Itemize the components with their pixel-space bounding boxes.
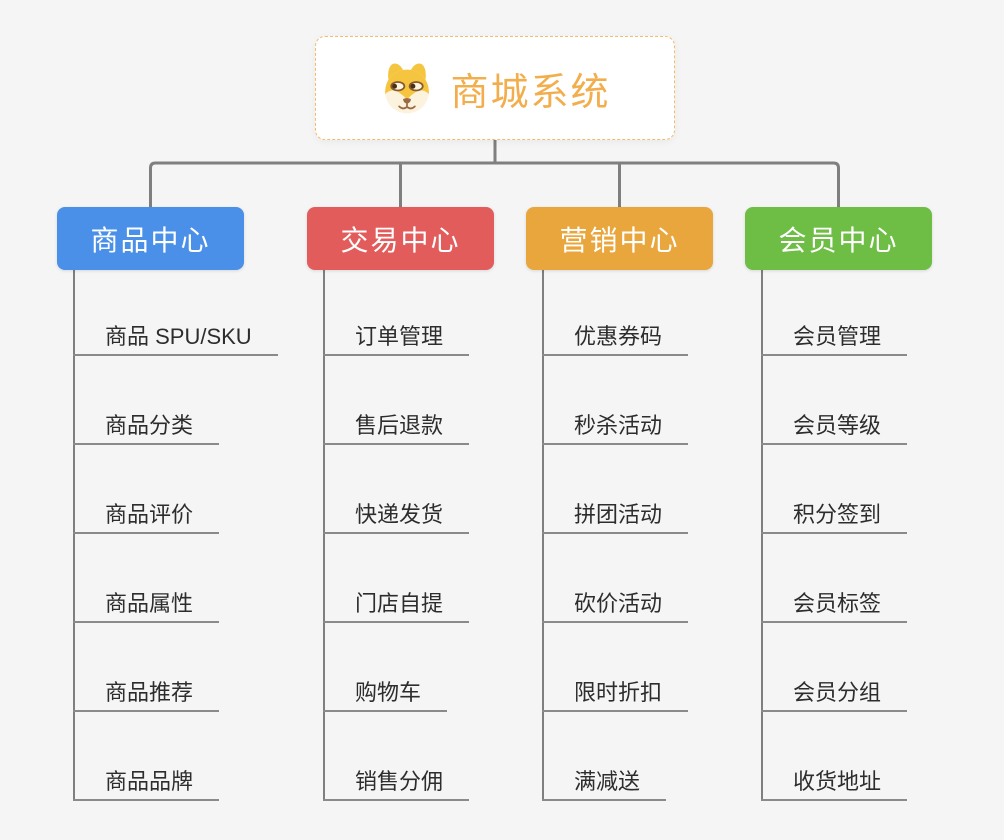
branch-node-marketing-center[interactable]: 营销中心 (526, 207, 713, 270)
branch-node-member-center[interactable]: 会员中心 (745, 207, 932, 270)
connector-line (149, 161, 840, 207)
root-node-title: 商城系统 (450, 71, 611, 114)
leaf-node-trade-center-6[interactable]: 销售分佣 (323, 769, 470, 801)
root-node[interactable]: 商城系统 (315, 36, 675, 140)
leaf-node-product-center-1[interactable]: 商品 SPU/SKU (73, 324, 278, 356)
leaf-node-member-center-4[interactable]: 会员标签 (761, 591, 908, 623)
leaf-node-marketing-center-4[interactable]: 砍价活动 (542, 591, 689, 623)
leaf-node-marketing-center-6[interactable]: 满减送 (542, 769, 667, 801)
leaf-node-product-center-5[interactable]: 商品推荐 (73, 680, 220, 712)
shiba-dog-face-icon (385, 63, 430, 114)
leaf-node-member-center-1[interactable]: 会员管理 (761, 324, 908, 356)
branch-node-product-center[interactable]: 商品中心 (57, 207, 244, 270)
leaf-node-product-center-3[interactable]: 商品评价 (73, 502, 220, 534)
leaf-node-trade-center-1[interactable]: 订单管理 (323, 324, 470, 356)
leaf-node-product-center-4[interactable]: 商品属性 (73, 591, 220, 623)
leaf-node-member-center-3[interactable]: 积分签到 (761, 502, 908, 534)
branch-node-trade-center[interactable]: 交易中心 (307, 207, 494, 270)
leaf-node-trade-center-5[interactable]: 购物车 (323, 680, 448, 712)
leaf-node-product-center-6[interactable]: 商品品牌 (73, 769, 220, 801)
leaf-node-marketing-center-2[interactable]: 秒杀活动 (542, 413, 689, 445)
leaf-node-trade-center-4[interactable]: 门店自提 (323, 591, 470, 623)
leaf-node-member-center-2[interactable]: 会员等级 (761, 413, 908, 445)
leaf-node-product-center-2[interactable]: 商品分类 (73, 413, 220, 445)
leaf-node-marketing-center-5[interactable]: 限时折扣 (542, 680, 689, 712)
leaf-node-marketing-center-1[interactable]: 优惠券码 (542, 324, 689, 356)
leaf-node-member-center-6[interactable]: 收货地址 (761, 769, 908, 801)
leaf-node-trade-center-3[interactable]: 快递发货 (323, 502, 470, 534)
leaf-node-marketing-center-3[interactable]: 拼团活动 (542, 502, 689, 534)
leaf-node-member-center-5[interactable]: 会员分组 (761, 680, 908, 712)
leaf-node-trade-center-2[interactable]: 售后退款 (323, 413, 470, 445)
